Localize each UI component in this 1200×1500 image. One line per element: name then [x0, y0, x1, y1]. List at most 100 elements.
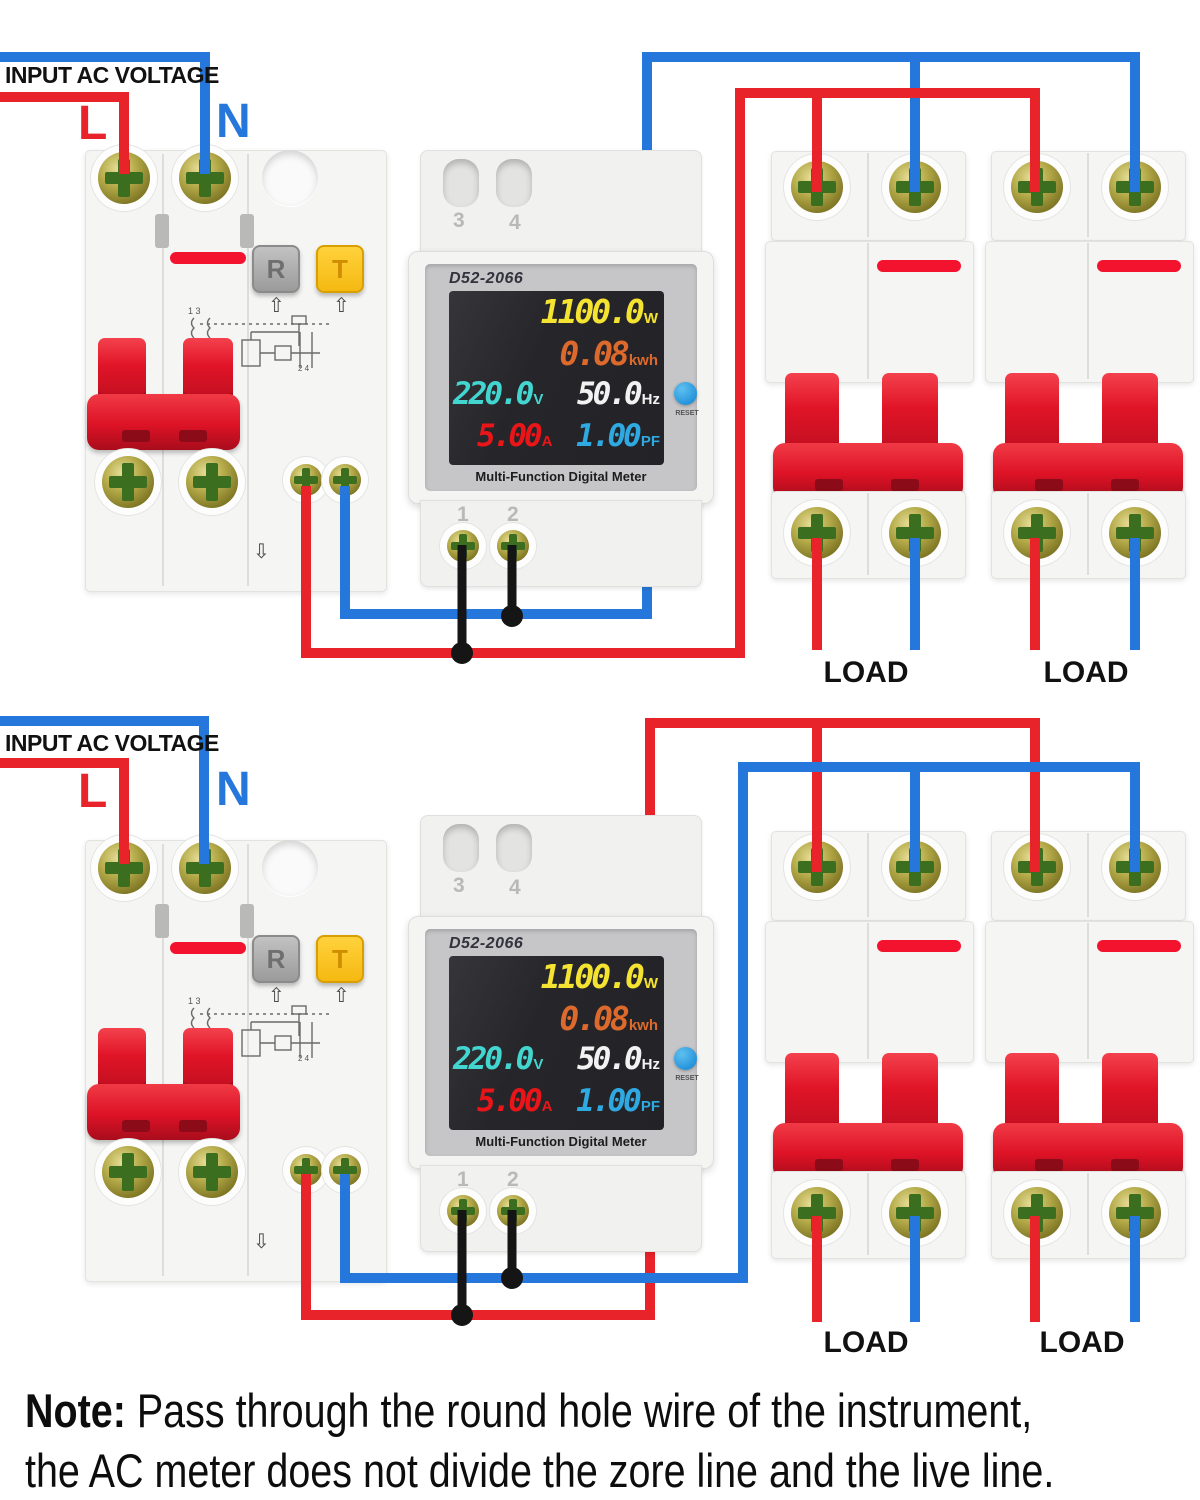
energy-unit: kwh [628, 1017, 658, 1034]
meter-terminal-3-label: 3 [453, 209, 465, 232]
mcb-bottom-screw-neutral [889, 507, 941, 559]
note-line1-text: Pass through the round hole wire of the … [125, 1384, 1033, 1437]
meter-terminal-1-screw [447, 1195, 479, 1227]
crossbar-slot [815, 1159, 843, 1171]
rcbo-toggle-handle [183, 1028, 233, 1090]
svg-text:1 3: 1 3 [188, 996, 201, 1006]
rcbo-reset-letter: R [266, 253, 286, 284]
mcb-divider [867, 153, 869, 237]
mcb-top-screw-live [791, 841, 843, 893]
mcb-toggle-handle [882, 373, 938, 451]
frequency-unit: Hz [641, 391, 660, 408]
mcb-top-screw-neutral [889, 161, 941, 213]
meter-top-section: 3 4 [420, 150, 702, 255]
svg-text:1 3: 1 3 [188, 306, 201, 316]
input-rcbo-breaker: R T ⇧ ⇧ 1 3 2 4 ⇩ [85, 150, 387, 592]
load-breaker-2 [985, 145, 1194, 585]
energy-value: 0.08 [559, 334, 630, 373]
rcbo-test-button: T [316, 245, 364, 293]
rcbo-terminal-screw-out [102, 456, 154, 508]
meter-reset-label: RESET [675, 1075, 699, 1082]
up-arrow-icon: ⇧ [268, 985, 285, 1007]
meter-top-slot [443, 824, 479, 872]
rcbo-clip [155, 904, 169, 938]
voltage-unit: V [533, 1056, 544, 1073]
mcb-toggle-handle [785, 373, 839, 451]
rcbo-terminal-screw-out [186, 1146, 238, 1198]
rcbo-toggle-handle [98, 338, 146, 400]
power-value: 1100.0 [540, 292, 645, 331]
meter-caption: Multi-Function Digital Meter [475, 1134, 647, 1149]
mcb-divider [867, 923, 869, 1059]
wire-junction-dot [451, 1304, 473, 1326]
display-power-row: 1100.0 W [449, 295, 664, 335]
meter-terminal-2-screw [497, 1195, 529, 1227]
crossbar-slot [1035, 1159, 1063, 1171]
meter-terminal-1-screw [447, 530, 479, 562]
mcb-bottom-screw-neutral [889, 1187, 941, 1239]
rcbo-terminal-screw-live-out [290, 1154, 322, 1186]
rcbo-toggle-handle [98, 1028, 146, 1090]
load-breaker-1 [765, 145, 974, 585]
up-arrow-icon: ⇧ [268, 295, 285, 317]
load-label-3: LOAD [823, 1326, 909, 1359]
neutral-letter-1: N [216, 95, 251, 148]
load-breaker-3 [765, 825, 974, 1265]
meter-bottom-section: 1 2 [420, 1165, 702, 1252]
voltage-value: 220.0 [453, 376, 534, 412]
mcb-status-stripe [1097, 260, 1181, 272]
meter-model-label: D52-2066 [449, 270, 524, 287]
mcb-top-screw-live [791, 161, 843, 213]
rcbo-reset-button: R [252, 935, 300, 983]
crossbar-slot [815, 479, 843, 491]
mcb-status-stripe [877, 260, 961, 272]
rcbo-round-hole [262, 840, 318, 896]
mcb-bottom-screw-live [1011, 507, 1063, 559]
rcbo-test-button: T [316, 935, 364, 983]
frequency-value: 50.0 [577, 376, 643, 412]
energy-unit: kwh [628, 352, 658, 369]
mcb-toggle-handle [1102, 373, 1158, 451]
rcbo-status-stripe [170, 942, 246, 954]
meter-model-label: D52-2066 [449, 935, 524, 952]
mcb-toggle-handle [1102, 1053, 1158, 1131]
mcb-status-stripe [877, 940, 961, 952]
mcb-divider [1087, 923, 1089, 1059]
power-unit: W [643, 975, 658, 992]
display-power-row: 1100.0 W [449, 960, 664, 1000]
neutral-letter-2: N [216, 763, 251, 816]
note-line-1: Note: Pass through the round hole wire o… [25, 1383, 1032, 1438]
rcbo-pole-divider [162, 154, 164, 586]
rcbo-terminal-screw-L-in [98, 842, 150, 894]
frequency-value: 50.0 [577, 1041, 643, 1077]
rcbo-pole-divider [247, 844, 249, 1276]
mcb-divider [1087, 1173, 1089, 1255]
meter-terminal-3-label: 3 [453, 874, 465, 897]
mcb-top-screw-neutral [1109, 161, 1161, 213]
live-letter-1: L [78, 97, 108, 150]
meter-terminal-4-label: 4 [509, 876, 521, 899]
meter-caption: Multi-Function Digital Meter [475, 469, 647, 484]
load-breaker-4 [985, 825, 1194, 1265]
mcb-bottom-screw-live [1011, 1187, 1063, 1239]
wire-junction-dot [501, 605, 523, 627]
mcb-toggle-handle [882, 1053, 938, 1131]
frequency-unit: Hz [641, 1056, 660, 1073]
crossbar-slot [179, 430, 207, 442]
mcb-divider [1087, 243, 1089, 379]
down-arrow-icon: ⇩ [253, 541, 270, 563]
meter-top-slot [496, 159, 532, 207]
voltage-value: 220.0 [453, 1041, 534, 1077]
rcbo-terminal-screw-live-out [290, 464, 322, 496]
rcbo-terminal-screw-neutral-out [329, 464, 361, 496]
mcb-status-stripe [1097, 940, 1181, 952]
rcbo-toggle-handle [183, 338, 233, 400]
